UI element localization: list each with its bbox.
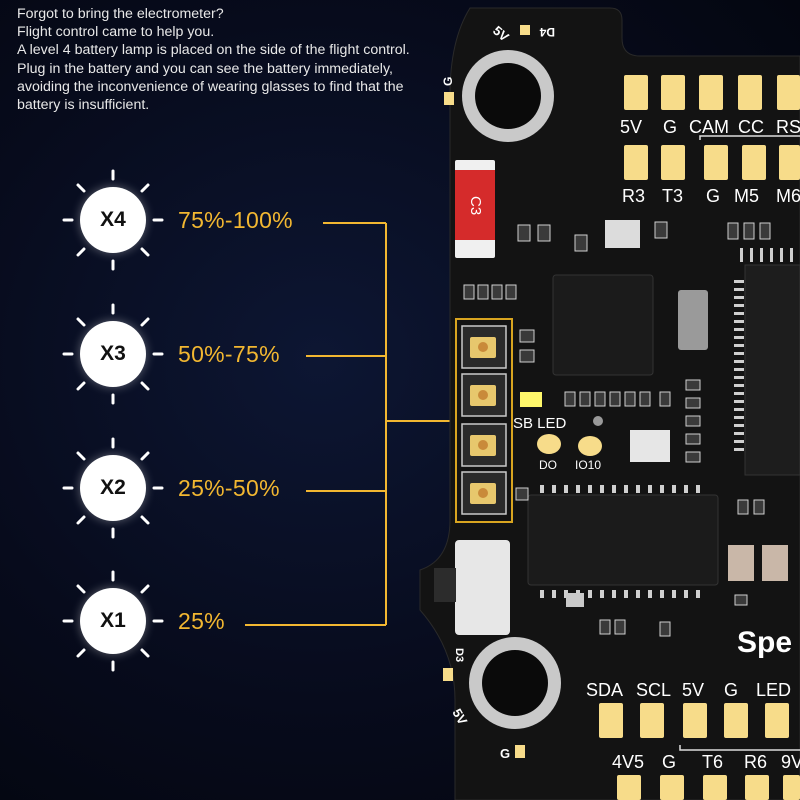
level-range-x2: 25%-50%: [178, 475, 280, 501]
light-rays-icon: [62, 570, 164, 672]
level-bulb-icon: X2: [80, 455, 146, 521]
light-rays-icon: [62, 303, 164, 405]
battery-level-x2: X2: [58, 433, 168, 543]
pad-label-g-b: G: [724, 680, 738, 700]
corner-d3: D3: [453, 648, 465, 662]
pad-label-r6: R6: [744, 752, 767, 772]
pad-label-t3: T3: [662, 186, 683, 206]
pad-label-g-b2: G: [662, 752, 676, 772]
pad-label-5v-b: 5V: [682, 680, 704, 700]
pad-label-led: LED: [756, 680, 791, 700]
pad-label-5v: 5V: [620, 117, 642, 137]
intro-line: Plug in the battery and you can see the …: [17, 60, 404, 114]
battery-level-x3: X3: [58, 299, 168, 409]
intro-line: Forgot to bring the electrometer?: [17, 6, 224, 22]
level-bulb-icon: X1: [80, 588, 146, 654]
pad-label-sda: SDA: [586, 680, 623, 700]
corner-g-bottom: G: [500, 746, 510, 761]
pad-label-cc: CC: [738, 117, 764, 137]
light-rays-icon: [62, 169, 164, 271]
level-range-x1: 25%: [178, 608, 225, 634]
battery-level-x4: X4: [58, 165, 168, 275]
pad-label-r3: R3: [622, 186, 645, 206]
level-bulb-icon: X4: [80, 187, 146, 253]
pad-label-t6: T6: [702, 752, 723, 772]
pad-label-g2: G: [706, 186, 720, 206]
pad-label-4v5: 4V5: [612, 752, 644, 772]
corner-d4: D4: [539, 25, 555, 39]
pad-label-cam: CAM: [689, 117, 729, 137]
intro-line: Flight control came to help you.: [17, 24, 215, 41]
pad-label-m5: M5: [734, 186, 759, 206]
intro-text: Forgot to bring the electrometer? Flight…: [17, 5, 437, 114]
light-rays-icon: [62, 437, 164, 539]
capacitor-label: C3: [467, 196, 484, 215]
pad-label-9v: 9V: [781, 752, 800, 772]
sb-led-label: SB LED: [513, 415, 567, 432]
level-bulb-icon: X3: [80, 321, 146, 387]
do-label: DO: [539, 458, 557, 472]
brand-text: Spe: [737, 626, 792, 659]
level-range-x4: 75%-100%: [178, 207, 293, 233]
intro-line: A level 4 battery lamp is placed on the …: [17, 42, 410, 59]
corner-g-top: G: [441, 77, 455, 86]
pad-label-rs: RS: [776, 117, 800, 137]
pad-label-g: G: [663, 117, 677, 137]
corner-5v-bottom: 5V: [449, 706, 470, 728]
level-range-x3: 50%-75%: [178, 341, 280, 367]
pad-label-m6: M6: [776, 186, 800, 206]
pad-label-scl: SCL: [636, 680, 671, 700]
battery-level-x1: X1: [58, 566, 168, 676]
io10-label: IO10: [575, 458, 601, 472]
